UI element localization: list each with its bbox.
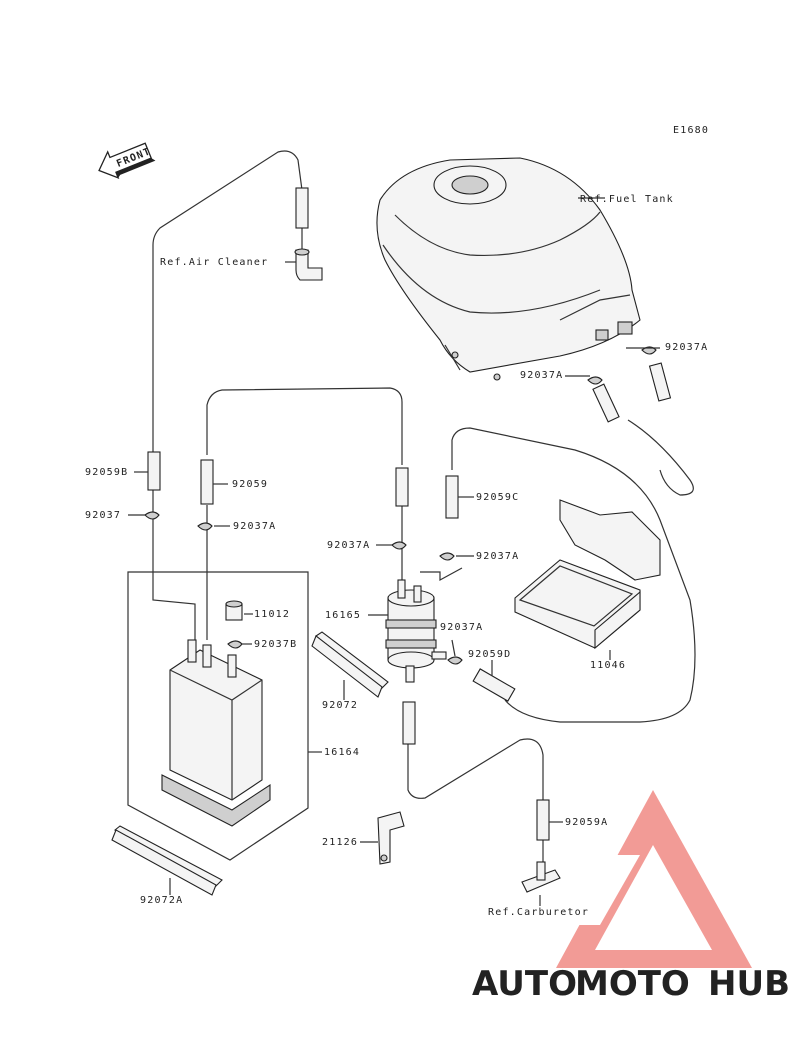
label-92059C: 92059C — [476, 492, 519, 503]
label-11046: 11046 — [590, 660, 626, 671]
canister-16164 — [161, 639, 271, 827]
watermark-hub: HUB — [708, 964, 790, 1004]
canister-outline — [127, 571, 309, 861]
label-92059A: 92059A — [565, 817, 608, 828]
clamp-92037A-outlet — [447, 656, 463, 665]
label-92037A-filter-right: 92037A — [476, 551, 519, 562]
clamp-92037B — [227, 640, 243, 649]
label-92037A-tank-left: 92037A — [520, 370, 563, 381]
fuel-filter-16165 — [385, 579, 447, 683]
label-92072A: 92072A — [140, 895, 183, 906]
label-92037: 92037 — [85, 510, 121, 521]
tank-drain-hoses — [587, 346, 672, 423]
label-92072: 92072 — [322, 700, 358, 711]
label-92059: 92059 — [232, 479, 268, 490]
hose-center — [395, 467, 409, 507]
hose-lower-center — [402, 701, 416, 745]
hose-92059C — [445, 475, 459, 519]
label-fuel-tank: Ref.Fuel Tank — [580, 194, 674, 205]
label-92037B: 92037B — [254, 639, 297, 650]
label-air-cleaner: Ref.Air Cleaner — [160, 257, 268, 268]
watermark-triangle-notch — [575, 855, 640, 925]
watermark-auto: AUTO — [472, 964, 577, 1004]
clamp-92037A-mid — [197, 522, 213, 531]
carburetor-tee-fitting — [521, 861, 561, 893]
hose-92059B — [147, 451, 161, 491]
label-carburetor: Ref.Carburetor — [488, 907, 589, 918]
band-92072 — [311, 631, 389, 698]
label-92037A-tank-right: 92037A — [665, 342, 708, 353]
air-cleaner-hose — [295, 187, 309, 229]
watermark-moto: MOTO — [575, 964, 690, 1004]
label-92037A-mid: 92037A — [233, 521, 276, 532]
band-92072A — [111, 825, 223, 896]
hose-92059A — [536, 799, 550, 841]
watermark-logo — [556, 790, 752, 968]
fuel-tank — [376, 157, 641, 381]
label-11012: 11012 — [254, 609, 290, 620]
hose-92059D — [472, 668, 516, 702]
label-16165: 16165 — [325, 610, 361, 621]
watermark-triangle-inner — [595, 845, 712, 950]
clamp-92037 — [144, 511, 160, 520]
label-21126: 21126 — [322, 837, 358, 848]
label-92037A-outlet: 92037A — [440, 622, 483, 633]
clamp-92037A-filter-right — [439, 552, 455, 561]
diagram-code: E1680 — [673, 125, 709, 136]
bracket-21126 — [377, 811, 405, 865]
label-92037A-filter-left: 92037A — [327, 540, 370, 551]
air-cleaner-elbow — [294, 248, 323, 281]
clamp-92037A-filter-left — [391, 541, 407, 550]
tray-11046 — [514, 499, 661, 650]
front-arrow-icon: FRONT — [98, 142, 156, 179]
hose-92059 — [200, 459, 214, 505]
label-92059D: 92059D — [468, 649, 511, 660]
cap-11012 — [225, 600, 243, 621]
watermark-text: AUTO MOTO HUB — [472, 964, 790, 1004]
label-92059B: 92059B — [85, 467, 128, 478]
label-16164: 16164 — [324, 747, 360, 758]
